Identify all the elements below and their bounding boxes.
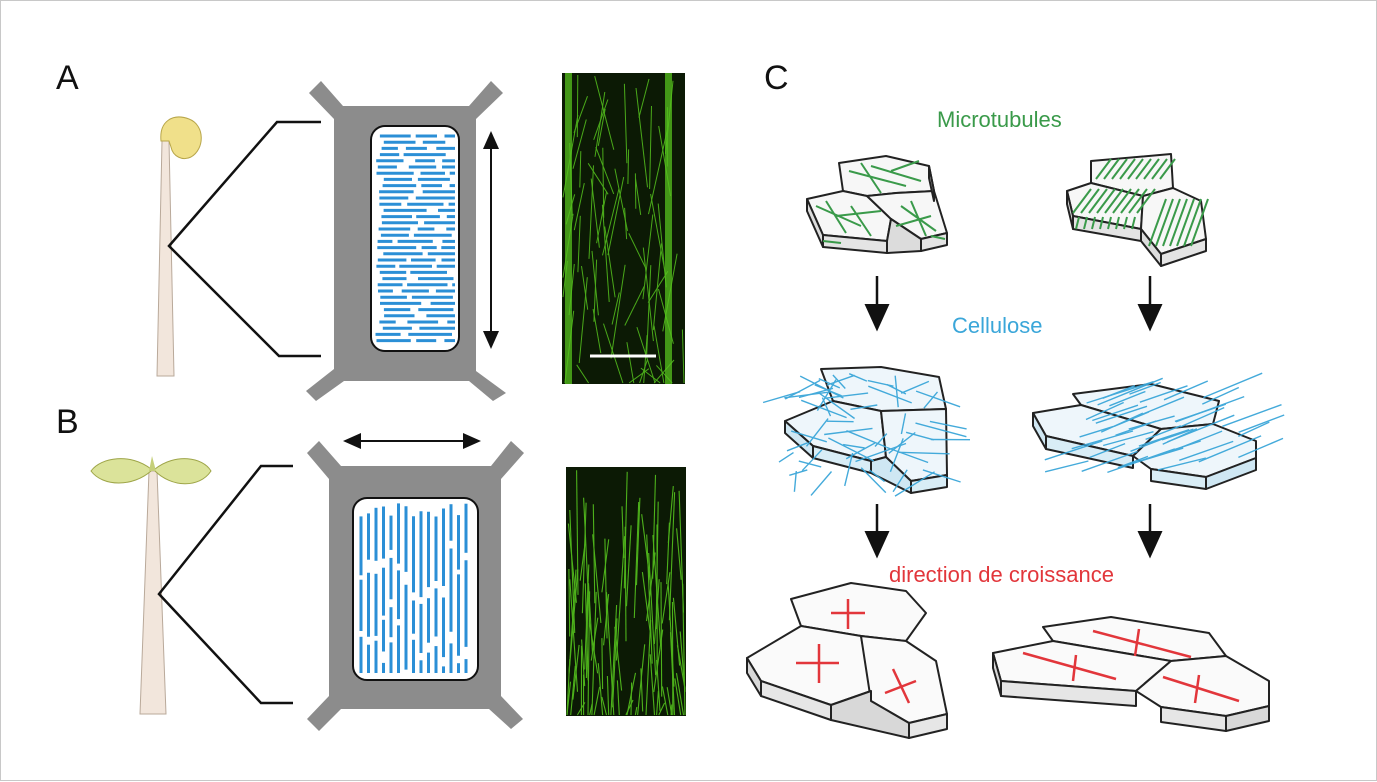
cellulose-fibril bbox=[827, 421, 854, 422]
label-growth-direction: direction de croissance bbox=[889, 564, 1114, 586]
panel-label-c: C bbox=[764, 61, 789, 95]
label-microtubules: Microtubules bbox=[937, 109, 1062, 131]
cellulose-fibril bbox=[779, 453, 794, 463]
panel-label-a: A bbox=[56, 61, 79, 95]
cellulose-fibril bbox=[1045, 461, 1088, 472]
cellulose-fibril bbox=[789, 470, 807, 475]
seedling-light-grown bbox=[91, 456, 211, 714]
cell-a bbox=[306, 81, 506, 401]
fiber bbox=[577, 75, 578, 137]
fiber bbox=[631, 683, 632, 716]
label-cellulose: Cellulose bbox=[952, 315, 1043, 337]
zoom-lines-b bbox=[159, 466, 293, 703]
cells-growth-anisotropic bbox=[993, 617, 1269, 731]
cells-cellulose-aligned bbox=[1033, 384, 1256, 489]
micrograph-b bbox=[566, 467, 686, 716]
cellulose-fibril bbox=[1222, 405, 1281, 427]
cellulose-fibril bbox=[1203, 373, 1262, 397]
micrograph-a bbox=[562, 73, 685, 384]
seedling-dark-grown bbox=[157, 117, 201, 376]
cellulose-fibril bbox=[1238, 422, 1269, 436]
cortical-array-longitudinal bbox=[361, 503, 466, 673]
fiber bbox=[602, 638, 603, 689]
cellulose-fibril bbox=[811, 472, 832, 496]
panel-label-b: B bbox=[56, 405, 79, 439]
cells-microtubules-aligned bbox=[1067, 154, 1206, 266]
fiber bbox=[628, 149, 629, 184]
cell-b bbox=[307, 441, 524, 731]
